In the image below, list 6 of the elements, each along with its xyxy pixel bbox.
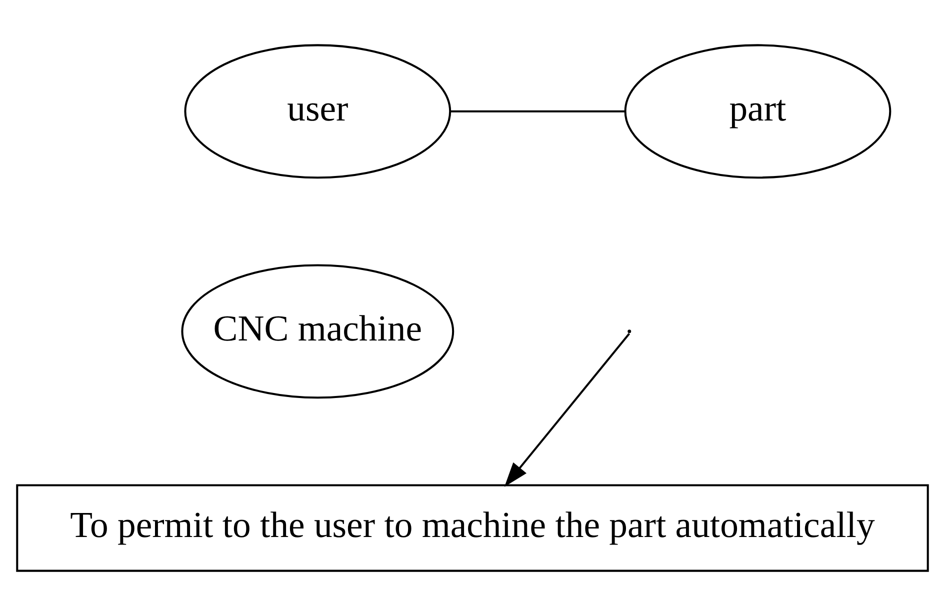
arrow (504, 332, 630, 486)
node-ellipse: CNC machine (180, 264, 454, 398)
node-ellipse: part (624, 44, 891, 178)
connector (450, 110, 625, 112)
node-box: To permit to the user to machine the part automatically (16, 484, 928, 572)
node-ellipse: user (184, 44, 451, 178)
